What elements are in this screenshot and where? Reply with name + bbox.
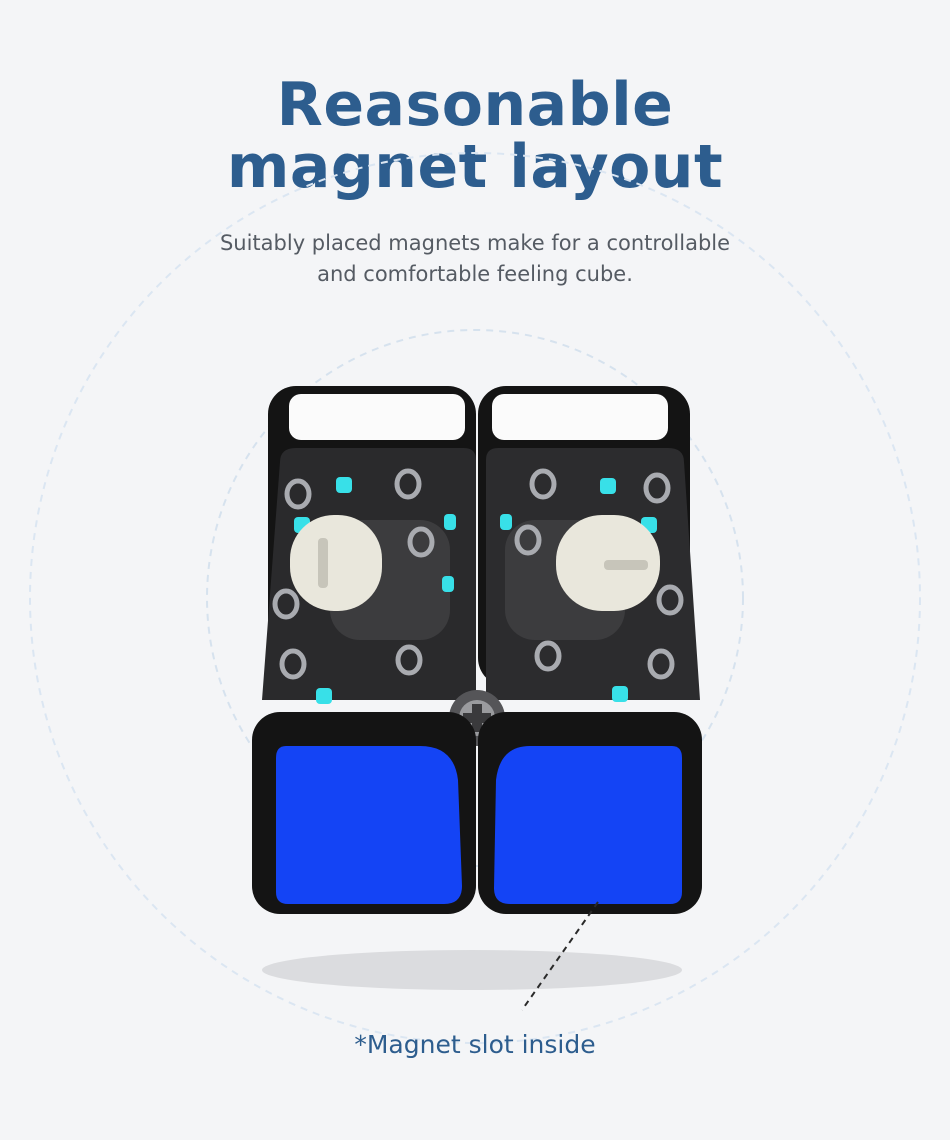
- top-sticker-left: [289, 394, 465, 440]
- magnet-slot: [529, 468, 557, 500]
- magnet-slot: [407, 526, 435, 558]
- spring-cap-right: [556, 515, 660, 611]
- title-line-1: Reasonable: [276, 70, 674, 140]
- magnet-slot: [656, 584, 684, 616]
- magnet-slot: [272, 588, 300, 620]
- magnet-slot-caption: *Magnet slot inside: [354, 1030, 596, 1059]
- top-sticker-right: [492, 394, 668, 440]
- magnet-slot: [534, 640, 562, 672]
- magnet: [444, 514, 456, 530]
- magnet-slot: [643, 472, 671, 504]
- outer-ring: [29, 152, 921, 1044]
- title-line-2: magnet layout: [226, 132, 724, 202]
- subtitle-line-2: and comfortable feeling cube.: [317, 262, 633, 286]
- magnet: [316, 688, 332, 704]
- magnet-slot: [395, 644, 423, 676]
- magnet-slot: [647, 648, 675, 680]
- front-sticker-right: [494, 746, 682, 904]
- page-subtitle: Suitably placed magnets make for a contr…: [0, 228, 950, 290]
- subtitle-line-1: Suitably placed magnets make for a contr…: [219, 231, 731, 255]
- magnet-slot: [514, 524, 542, 556]
- cube-shadow: [262, 950, 682, 990]
- magnet-slot: [284, 478, 312, 510]
- magnet-slot: [394, 468, 422, 500]
- magnet-slot: [279, 648, 307, 680]
- magnet: [600, 478, 616, 494]
- front-sticker-left: [276, 746, 462, 904]
- magnet: [442, 576, 454, 592]
- magnet-slots: [272, 468, 684, 680]
- magnet: [612, 686, 628, 702]
- magnet: [336, 477, 352, 493]
- callout-leader-line: [521, 901, 599, 1011]
- magnet: [500, 514, 512, 530]
- spring-cap-left: [290, 515, 382, 611]
- page-title: Reasonable magnet layout: [0, 74, 950, 198]
